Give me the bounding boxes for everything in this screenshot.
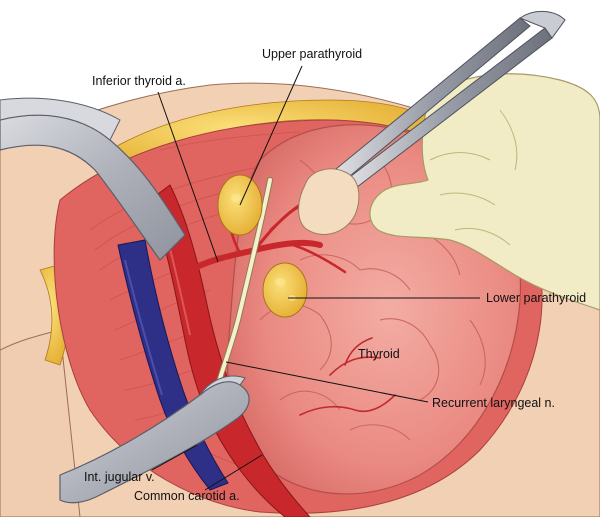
recurrent-laryngeal-nerve xyxy=(212,177,273,398)
label-inferior-thyroid-artery: Inferior thyroid a. xyxy=(92,74,186,88)
grasped-tissue xyxy=(298,168,360,235)
label-recurrent-laryngeal-nerve: Recurrent laryngeal n. xyxy=(432,396,555,410)
label-thyroid: Thyroid xyxy=(358,347,400,361)
leader-common-carotid-a xyxy=(204,454,263,491)
lower-parathyroid-gland xyxy=(262,262,308,318)
lower-retractor xyxy=(59,375,250,504)
label-int-jugular-v: Int. jugular v. xyxy=(84,470,155,484)
label-lower-parathyroid: Lower parathyroid xyxy=(486,291,586,305)
label-upper-parathyroid: Upper parathyroid xyxy=(262,47,362,61)
leader-int-jugular-v xyxy=(151,444,198,471)
upper-retractor xyxy=(0,97,186,261)
forceps xyxy=(324,11,566,195)
leader-lines xyxy=(151,65,480,491)
label-common-carotid-a: Common carotid a. xyxy=(134,489,240,503)
leader-upper-parathyroid xyxy=(239,65,303,206)
leader-recurrent-laryngeal-nerve xyxy=(225,361,429,403)
leader-inferior-thyroid-artery xyxy=(157,91,219,263)
internal-jugular-vein xyxy=(117,239,229,491)
